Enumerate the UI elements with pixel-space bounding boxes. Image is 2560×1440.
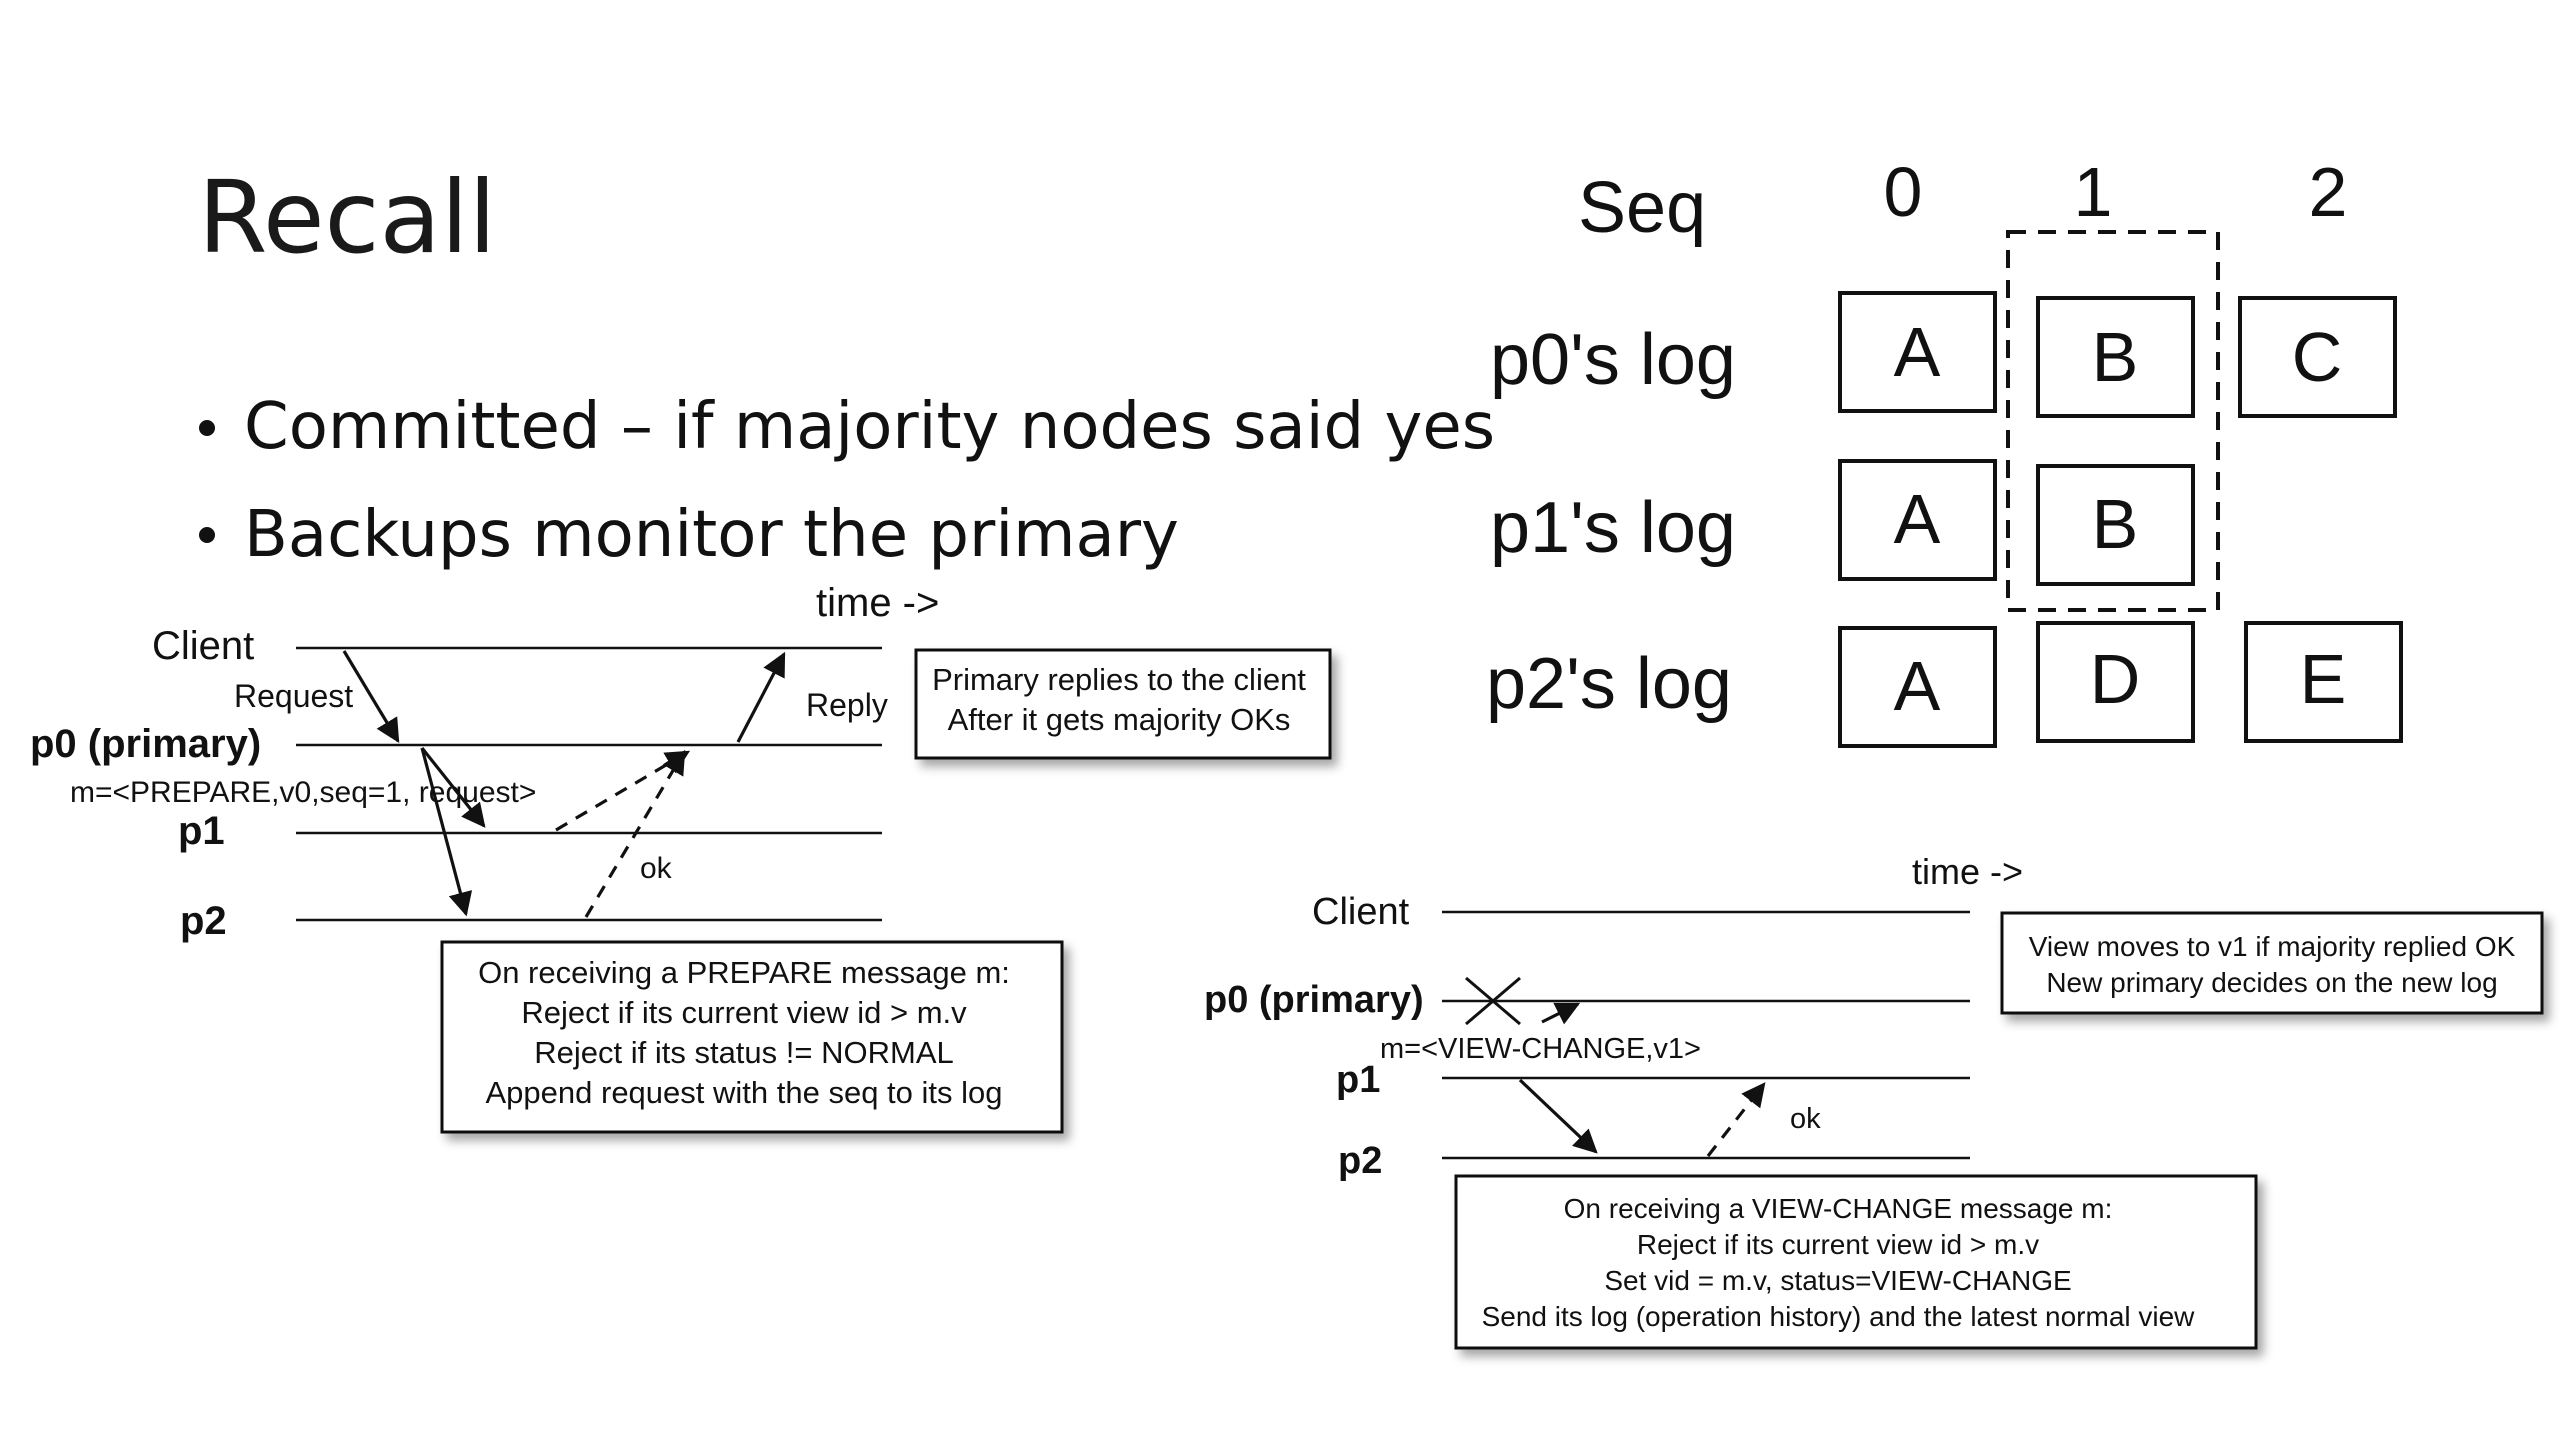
seq-number-1: 1 <box>2074 153 2113 231</box>
view-change-diagram: time -> Client p0 (primary) p1 p2 m=<VIE… <box>1204 851 2544 1350</box>
log-entry: E <box>2300 640 2347 718</box>
node-label-p1: p1 <box>178 809 225 853</box>
primary-note-line: Primary replies to the client <box>932 662 1306 697</box>
log-cell <box>2244 621 2403 743</box>
slide-title: Recall <box>198 159 496 276</box>
request-label: Request <box>234 678 353 714</box>
node-label-p1: p1 <box>1336 1059 1380 1101</box>
ok-label: ok <box>640 852 673 885</box>
view-change-arrow-p0 <box>1541 1002 1581 1025</box>
log-cell <box>2036 621 2195 743</box>
node-label-p0: p0 (primary) <box>1204 979 1424 1021</box>
log-entry: A <box>1894 480 1941 558</box>
node-label-p2: p2 <box>1338 1140 1382 1182</box>
view-change-rule-line: On receiving a VIEW-CHANGE message m: <box>1564 1193 2113 1224</box>
primary-failure-cross-icon <box>1465 976 1521 1026</box>
ok-arrow-p1 <box>555 750 691 832</box>
view-change-rule-line: Send its log (operation history) and the… <box>1482 1301 2196 1332</box>
log-row-label-p2: p2's log <box>1486 644 1732 724</box>
prepare-message-label: m=<PREPARE,v0,seq=1, request> <box>70 776 536 809</box>
log-entry: C <box>2292 318 2343 396</box>
log-entry: B <box>2092 485 2139 563</box>
seq-number-0: 0 <box>1884 153 1923 231</box>
seq-number-2: 2 <box>2309 153 2348 231</box>
log-cell <box>2238 296 2397 418</box>
view-change-arrow-p2 <box>1518 1078 1598 1154</box>
bullet-dot <box>199 527 215 543</box>
log-cell <box>2036 296 2195 418</box>
normal-operation-diagram: time -> Client p0 (primary) p1 p2 Reques… <box>30 581 1332 1134</box>
primary-note-box <box>914 648 1332 760</box>
view-change-rule-line: Reject if its current view id > m.v <box>1637 1229 2039 1260</box>
prepare-rule-line: Append request with the seq to its log <box>486 1075 1003 1110</box>
prepare-rule-line: Reject if its status != NORMAL <box>534 1035 953 1070</box>
log-cell <box>2036 464 2195 586</box>
committed-highlight <box>2006 230 2220 612</box>
node-label-client: Client <box>1312 891 1410 933</box>
ok-label: ok <box>1790 1103 1821 1135</box>
node-label-p0: p0 (primary) <box>30 722 261 766</box>
reply-arrow <box>736 651 786 743</box>
log-entry: D <box>2090 640 2141 718</box>
prepare-rule-line: On receiving a PREPARE message m: <box>478 955 1010 990</box>
time-label: time -> <box>816 581 939 625</box>
view-change-rules-box <box>1454 1174 2258 1350</box>
view-note-box <box>2000 911 2544 1015</box>
bullet-list: Committed – if majority nodes said yes B… <box>199 390 1495 572</box>
log-entry: A <box>1894 647 1941 725</box>
log-cell <box>1838 459 1997 581</box>
ok-arrow-p2 <box>1706 1082 1766 1157</box>
log-row-label-p0: p0's log <box>1490 320 1736 400</box>
bullet-dot <box>199 420 215 436</box>
view-note-line: View moves to v1 if majority replied OK <box>2029 931 2516 962</box>
view-change-message-label: m=<VIEW-CHANGE,v1> <box>1380 1033 1701 1065</box>
bullet-committed: Committed – if majority nodes said yes <box>244 390 1495 464</box>
log-row-label-p1: p1's log <box>1490 488 1736 568</box>
view-note-line: New primary decides on the new log <box>2046 967 2497 998</box>
prepare-arrow-p2 <box>420 747 473 917</box>
ok-arrow-p2 <box>584 749 686 918</box>
log-cell <box>1838 291 1997 413</box>
view-change-rule-line: Set vid = m.v, status=VIEW-CHANGE <box>1604 1265 2071 1296</box>
node-label-client: Client <box>152 624 254 668</box>
seq-label: Seq <box>1578 168 1706 248</box>
reply-label: Reply <box>806 687 888 723</box>
primary-note-line: After it gets majority OKs <box>948 702 1291 737</box>
log-entry: B <box>2092 318 2139 396</box>
log-cell <box>1838 626 1997 748</box>
time-label: time -> <box>1912 851 2023 892</box>
log-table: Seq 0 1 2 p0's log p1's log p2's log A B… <box>1486 153 2403 748</box>
prepare-arrow-p1 <box>420 747 486 828</box>
prepare-rule-line: Reject if its current view id > m.v <box>521 995 967 1030</box>
prepare-rules-box <box>440 940 1064 1134</box>
log-entry: A <box>1894 313 1941 391</box>
node-label-p2: p2 <box>180 899 227 943</box>
request-arrow <box>342 650 400 744</box>
bullet-backups: Backups monitor the primary <box>244 498 1179 572</box>
